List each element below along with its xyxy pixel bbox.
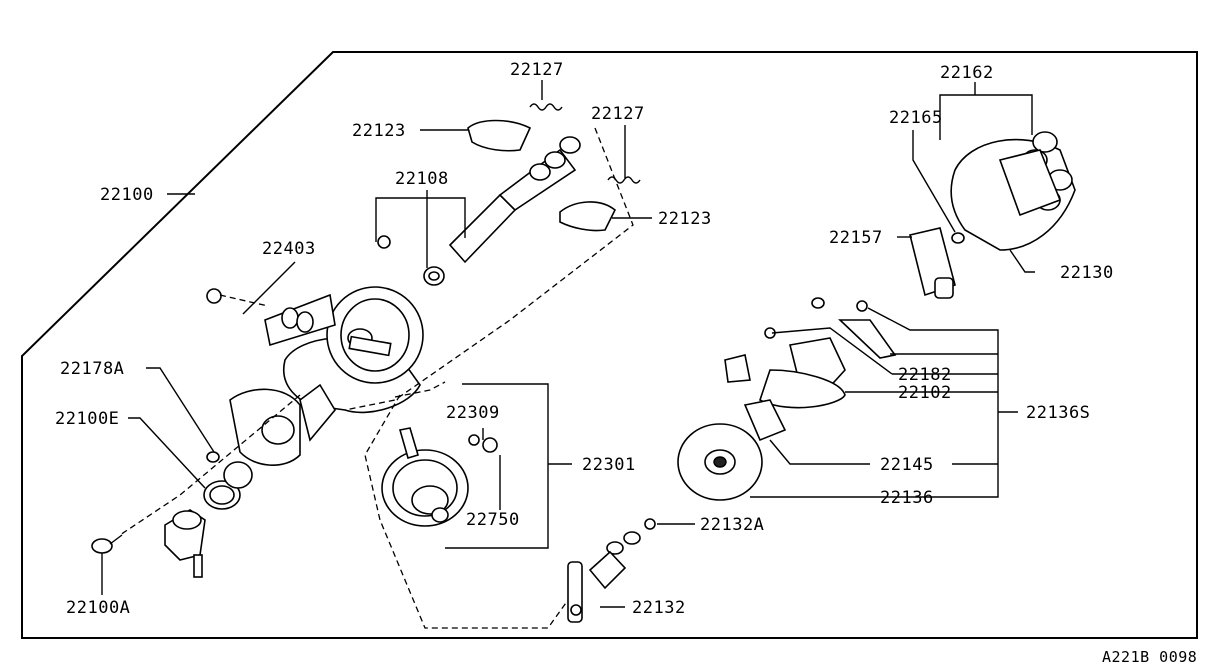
coil-22157 — [909, 227, 956, 299]
rotor-shaft — [448, 136, 581, 264]
o-ring-22100e — [203, 461, 253, 510]
dash-line-housing — [219, 294, 269, 307]
label-22127-upper: 22127 — [510, 60, 564, 80]
label-22178A: 22178A — [60, 359, 124, 379]
label-22136: 22136 — [880, 488, 934, 508]
label-22102: 22102 — [898, 383, 952, 403]
leader-lines — [101, 80, 1035, 608]
label-22403: 22403 — [262, 239, 316, 259]
diagram-frame — [21, 51, 1198, 639]
label-22132A: 22132A — [700, 515, 764, 535]
screw-22165 — [951, 232, 965, 244]
label-22182: 22182 — [898, 365, 952, 385]
screw-22178a — [206, 451, 220, 463]
dash-line-vacuum — [364, 394, 569, 629]
clip-22132a — [606, 518, 656, 555]
shaft-22132 — [567, 550, 627, 623]
breaker-plate-22136 — [677, 423, 763, 501]
distributor-cap — [950, 131, 1076, 251]
vacuum-controller — [381, 427, 469, 527]
washer-22108 — [377, 235, 445, 286]
bolt-22100a — [91, 534, 123, 554]
dash-line-lower — [119, 394, 301, 536]
label-22100E: 22100E — [55, 409, 119, 429]
label-22301: 22301 — [582, 455, 636, 475]
label-22145: 22145 — [880, 455, 934, 475]
label-22130: 22130 — [1060, 263, 1114, 283]
spring-lower — [607, 176, 641, 184]
dash-line-ring — [394, 381, 446, 398]
label-22100: 22100 — [100, 185, 154, 205]
label-22123-lower: 22123 — [658, 209, 712, 229]
diagram-code: A221B 0098 — [1102, 648, 1197, 666]
label-22100A: 22100A — [66, 598, 130, 618]
label-22162: 22162 — [940, 63, 994, 83]
label-22127-lower: 22127 — [591, 104, 645, 124]
spring-upper — [529, 103, 563, 111]
label-22309: 22309 — [446, 403, 500, 423]
label-22123-upper: 22123 — [352, 121, 406, 141]
governor-weight-upper — [467, 119, 532, 152]
label-22165: 22165 — [889, 108, 943, 128]
label-22136S: 22136S — [1026, 403, 1090, 423]
label-22132: 22132 — [632, 598, 686, 618]
small-parts-22309 — [468, 434, 498, 453]
label-22750: 22750 — [466, 510, 520, 530]
governor-weight-lower — [559, 201, 617, 232]
label-22108: 22108 — [395, 169, 449, 189]
drive-gear — [164, 509, 206, 578]
distributor-housing — [206, 286, 424, 466]
pickup-assembly — [724, 327, 846, 442]
label-22157: 22157 — [829, 228, 883, 248]
terminal-22182 — [811, 297, 897, 359]
